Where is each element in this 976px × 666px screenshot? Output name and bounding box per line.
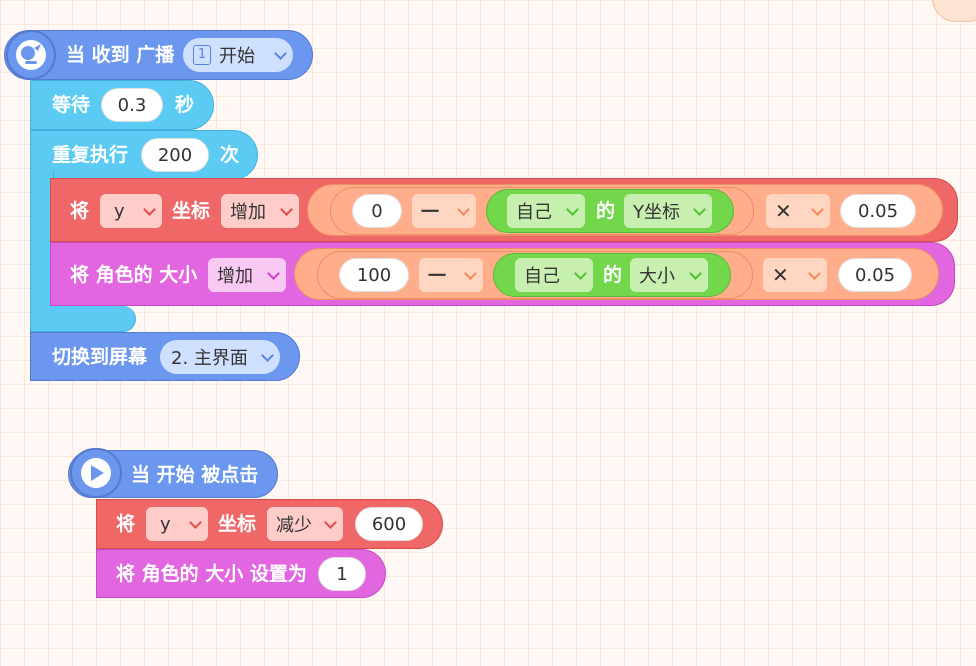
op-value: 增加 [230, 202, 266, 223]
change-op-dropdown[interactable]: 减少 [267, 507, 343, 541]
broadcast-hat-label: 当 收到 广播 [66, 44, 175, 66]
minus-operator-dropdown[interactable]: 一 [419, 258, 483, 292]
axis-dropdown[interactable]: y [146, 507, 208, 541]
chevron-down-icon [143, 203, 156, 216]
minus-operator-dropdown[interactable]: 一 [412, 194, 476, 228]
play-icon [70, 448, 122, 498]
wait-unit: 秒 [175, 94, 195, 116]
change-y-value-input[interactable]: 600 [355, 507, 423, 541]
start-hat-label: 当 开始 被点击 [131, 464, 259, 486]
switch-screen-label: 切换到屏幕 [52, 346, 148, 368]
change-op-dropdown[interactable]: 增加 [221, 194, 299, 228]
chevron-down-icon [811, 203, 824, 216]
change-y-label-coord: 坐标 [218, 513, 257, 535]
property-dropdown[interactable]: Y坐标 [624, 194, 712, 228]
screen-dropdown[interactable]: 2. 主界面 [160, 340, 280, 374]
property-value: 大小 [639, 266, 675, 287]
sensing-of-label: 的 [603, 264, 623, 286]
axis-dropdown[interactable]: y [100, 194, 162, 228]
minus-value: 一 [421, 202, 439, 223]
chevron-down-icon [574, 267, 587, 280]
chevron-down-icon [566, 203, 579, 216]
sensing-of-label: 的 [596, 200, 616, 222]
multiply-factor-input[interactable]: 0.05 [838, 258, 912, 292]
times-value: ✕ [775, 199, 792, 223]
chevron-down-icon [464, 267, 477, 280]
change-size-label: 将 角色的 大小 [70, 264, 198, 286]
set-size-label: 将 角色的 大小 设置为 [116, 563, 307, 585]
sprite-dropdown[interactable]: 自己 [507, 194, 585, 228]
repeat-label: 重复执行 [52, 144, 129, 166]
axis-value: y [160, 513, 171, 535]
axis-value: y [114, 200, 125, 222]
chevron-down-icon [689, 267, 702, 280]
broadcast-number-badge: 1 [193, 45, 211, 65]
repeat-block-foot [30, 306, 136, 332]
repeat-count-input[interactable]: 200 [141, 138, 209, 172]
minus-value: 一 [428, 266, 446, 287]
size-op-dropdown[interactable]: 增加 [208, 258, 286, 292]
sprite-dropdown[interactable]: 自己 [515, 258, 593, 292]
op-value: 减少 [276, 515, 312, 536]
subtract-left-input[interactable]: 100 [339, 258, 409, 292]
chevron-down-icon [189, 516, 202, 529]
chevron-down-icon [274, 47, 287, 60]
op-value: 增加 [217, 266, 253, 287]
repeat-unit: 次 [220, 144, 240, 166]
sprite-value: 自己 [516, 202, 552, 223]
multiply-factor-input[interactable]: 0.05 [840, 194, 916, 228]
change-y-label-jiang: 将 [70, 200, 90, 222]
chevron-down-icon [693, 203, 706, 216]
corner-badge[interactable] [932, 0, 976, 22]
chevron-down-icon [808, 267, 821, 280]
chevron-down-icon [324, 516, 337, 529]
sprite-value: 自己 [524, 266, 560, 287]
set-size-value-input[interactable]: 1 [318, 557, 366, 591]
broadcast-icon [6, 30, 56, 80]
screen-value: 2. 主界面 [171, 348, 248, 369]
wait-label: 等待 [52, 94, 91, 116]
wait-seconds-input[interactable]: 0.3 [101, 88, 163, 122]
change-y-label-jiang: 将 [116, 513, 136, 535]
chevron-down-icon [280, 203, 293, 216]
broadcast-message-dropdown[interactable]: 1 开始 [183, 38, 293, 72]
chevron-down-icon [457, 203, 470, 216]
property-value: Y坐标 [633, 202, 680, 223]
chevron-down-icon [261, 349, 274, 362]
subtract-left-input[interactable]: 0 [352, 194, 402, 228]
times-operator-dropdown[interactable]: ✕ [766, 194, 830, 228]
times-operator-dropdown[interactable]: ✕ [763, 258, 827, 292]
property-dropdown[interactable]: 大小 [630, 258, 708, 292]
change-y-label-coord: 坐标 [172, 200, 211, 222]
times-value: ✕ [772, 263, 789, 287]
chevron-down-icon [267, 267, 280, 280]
broadcast-message-name: 开始 [219, 46, 255, 67]
